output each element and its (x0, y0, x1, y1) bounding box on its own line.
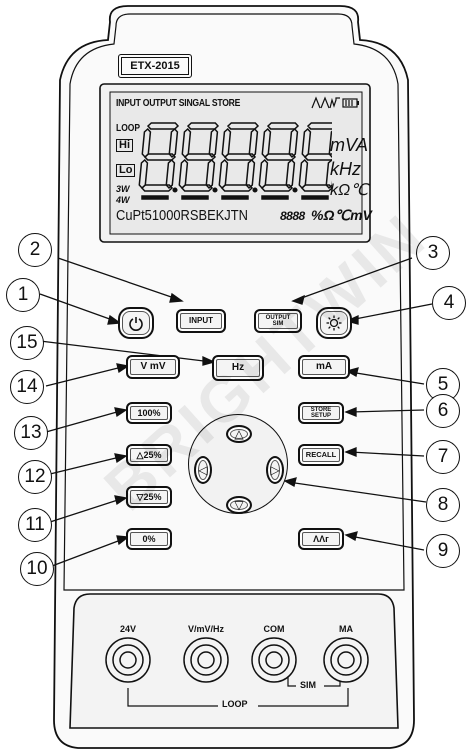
lcd-segment (205, 158, 216, 190)
lcd-small-digits: 8888 (280, 209, 305, 223)
lcd-segment (165, 158, 176, 190)
output-sim-button[interactable]: OUTPUT SIM (254, 309, 302, 333)
lcd-main-digits (138, 122, 332, 200)
store-setup-label-1: STORE (310, 407, 332, 413)
pct0-button[interactable]: 0% (126, 528, 172, 550)
jack-label-com: COM (263, 624, 285, 634)
lcd-segment (181, 127, 192, 159)
lcd-status-icons (311, 96, 359, 109)
lcd-underline-bar (141, 195, 169, 200)
output-sim-label-1: OUTPUT (265, 315, 291, 321)
pct100-button[interactable]: 100% (126, 402, 172, 424)
lcd-3w: 3W (116, 184, 130, 194)
lcd-segment (325, 158, 332, 190)
power-icon (129, 317, 143, 331)
jack-vmvhz (183, 637, 229, 683)
lcd-segment (285, 158, 296, 190)
lcd-segment (221, 127, 232, 159)
jack-label-vmvhz: V/mV/Hz (187, 624, 224, 634)
model-label-box: ETX-2015 (118, 54, 192, 78)
lcd-underline-bar (261, 195, 289, 200)
callout-14: 14 (10, 370, 44, 404)
lcd-underline-bar (221, 195, 249, 200)
lcd-unit-kohm: kΩ℃ (330, 182, 369, 199)
store-setup-label-2: SETUP (310, 413, 331, 419)
nav-down-button[interactable]: ▽ (226, 496, 252, 514)
vmv-button[interactable]: V mV (126, 355, 180, 379)
lcd-segment (141, 127, 152, 159)
sim-label: SIM (300, 680, 317, 690)
lcd-segment (301, 127, 312, 159)
sun-icon (326, 315, 342, 331)
lcd-bottom-row: CuPt51000RSBEKJTN (116, 207, 248, 224)
jack-24v (105, 637, 151, 683)
callout-4: 4 (432, 286, 466, 320)
ma-button[interactable]: mA (298, 355, 350, 379)
lcd-4w: 4W (116, 195, 130, 205)
jack-ma (323, 637, 369, 683)
lcd-segment (218, 158, 229, 190)
store-setup-button[interactable]: STORE SETUP (298, 402, 344, 424)
lcd-top-row: INPUT OUTPUT SINGAL STORE (116, 97, 241, 109)
callout-1: 1 (6, 278, 40, 312)
lcd-segment (298, 158, 309, 190)
callout-11: 11 (18, 508, 52, 542)
lcd-unit-khz: kHz (330, 159, 361, 179)
lcd-segment (248, 127, 259, 159)
jack-com (251, 637, 297, 683)
nav-up-button[interactable]: △ (226, 425, 252, 443)
hz-button[interactable]: Hz (212, 355, 264, 381)
lcd-underline-bar (301, 195, 329, 200)
lcd-hi: Hi (116, 139, 133, 152)
callout-8: 8 (426, 488, 460, 522)
lcd-underline-bar (181, 195, 209, 200)
input-button[interactable]: INPUT (176, 309, 226, 333)
callout-2: 2 (18, 233, 52, 267)
lcd-segment (208, 127, 219, 159)
callout-6: 6 (426, 394, 460, 428)
waveform-icon (311, 96, 340, 109)
recall-button[interactable]: RECALL (298, 444, 344, 466)
lcd-decimal-point (212, 187, 218, 193)
lcd-segment (328, 130, 332, 159)
lcd-decimal-point (252, 187, 258, 193)
jack-label-24v: 24V (119, 624, 136, 634)
callout-15: 15 (10, 326, 44, 360)
lcd-segment (258, 158, 269, 190)
jack-label-ma: MA (339, 624, 353, 634)
lcd-segment (306, 122, 332, 130)
callout-7: 7 (426, 440, 460, 474)
lcd-decimal-point (172, 187, 178, 193)
lcd-small-units: %Ω℃mV (311, 207, 372, 223)
callout-9: 9 (426, 534, 460, 568)
model-label: ETX-2015 (130, 60, 180, 72)
callout-10: 10 (20, 552, 54, 586)
lcd-segment (261, 127, 272, 159)
lcd-lo: Lo (116, 164, 136, 177)
nav-right-button[interactable]: ▷ (266, 456, 284, 484)
lcd-unit-mva: mVA (330, 135, 369, 155)
lcd-segment (138, 158, 149, 190)
callout-12: 12 (18, 460, 52, 494)
callout-13: 13 (14, 416, 48, 450)
down25-button[interactable]: ▽25% (126, 486, 172, 508)
lcd-segment (178, 158, 189, 190)
power-button[interactable] (118, 307, 154, 339)
callout-3: 3 (416, 236, 450, 270)
waveform-button[interactable]: ΛΛᴦ (298, 528, 344, 550)
lcd-segment (288, 127, 299, 159)
nav-left-button[interactable]: ◁ (194, 456, 212, 484)
lcd-loop: LOOP (116, 123, 141, 134)
output-sim-label-2: SIM (272, 321, 284, 327)
backlight-button[interactable] (316, 307, 352, 339)
loop-label: LOOP (222, 699, 248, 709)
lcd-decimal-point (292, 187, 298, 193)
lcd-segment (168, 127, 179, 159)
lcd-segment (245, 158, 256, 190)
up25-button[interactable]: △25% (126, 444, 172, 466)
